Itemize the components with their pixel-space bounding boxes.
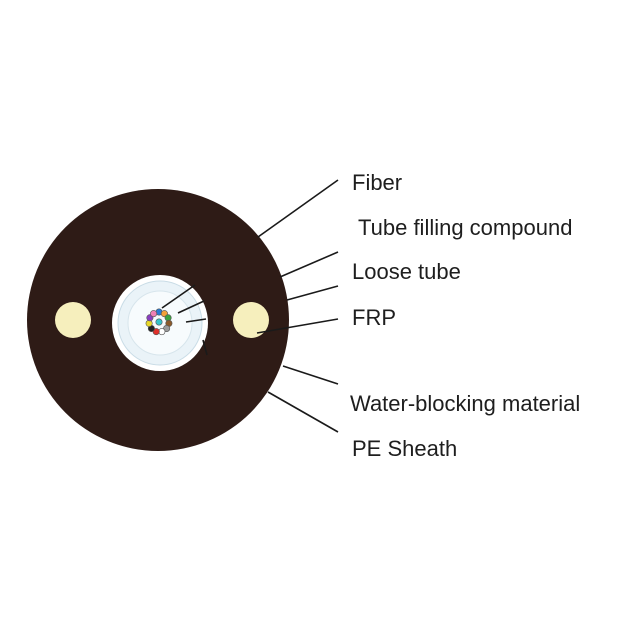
frp-rod-right (233, 302, 269, 338)
fiber-dot (155, 318, 163, 326)
label-fiber: Fiber (352, 170, 403, 195)
label-water-blocking-material: Water-blocking material (350, 391, 581, 416)
label-frp: FRP (352, 305, 396, 330)
label-loose-tube: Loose tube (352, 259, 461, 284)
leader-line-tube-filling (177, 300, 205, 314)
label-pe-sheath: PE Sheath (352, 436, 458, 461)
leader-line-pe-sheath (267, 391, 339, 433)
leader-line-loose-tube-outer (286, 285, 339, 301)
fiber-bundle (145, 308, 173, 336)
frp-rod-left (55, 302, 91, 338)
leader-line-fiber (161, 284, 196, 309)
leader-line-tube-filling-outer (279, 251, 339, 278)
leader-line-water-blocking (202, 339, 208, 356)
label-tube-filling-compound: Tube filling compound (358, 215, 573, 240)
leader-line-water-blocking-outer (282, 365, 339, 385)
leader-line-fiber-outer (257, 179, 339, 238)
fiber-dot (150, 310, 158, 318)
leader-line-loose-tube (185, 318, 207, 323)
leader-line-frp (256, 318, 339, 334)
